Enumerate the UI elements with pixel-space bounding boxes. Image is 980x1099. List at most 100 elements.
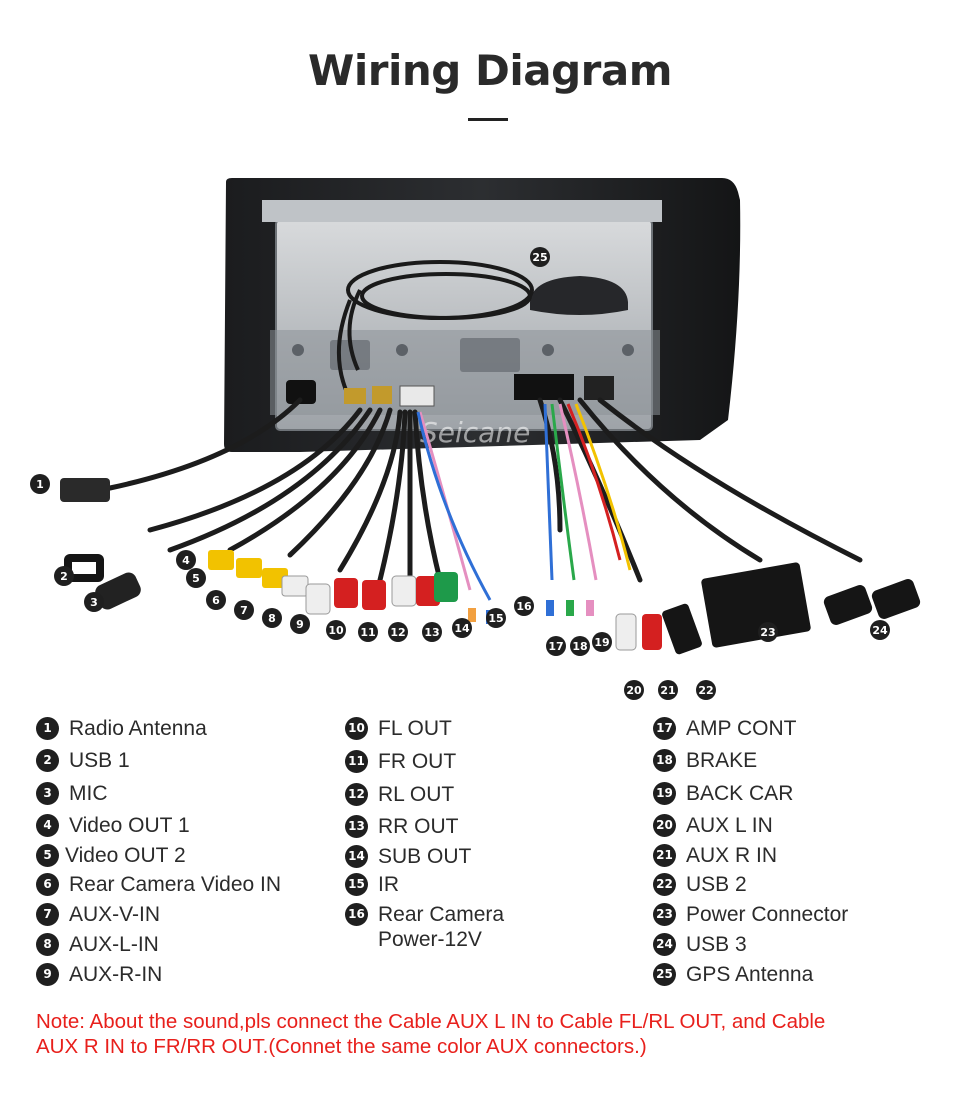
number-badge: 17: [653, 717, 676, 740]
callout-4: 4: [176, 550, 196, 570]
number-badge: 6: [36, 873, 59, 896]
legend-label: AUX-L-IN: [69, 933, 159, 956]
legend-label: AMP CONT: [686, 717, 797, 740]
svg-text:4: 4: [182, 554, 190, 567]
number-badge: 10: [345, 717, 368, 740]
callout-14: 14: [452, 618, 472, 638]
svg-text:13: 13: [424, 626, 439, 639]
page-title: Wiring Diagram: [308, 46, 672, 95]
legend-label: USB 2: [686, 873, 747, 896]
legend-label: Video OUT 2: [65, 844, 186, 867]
legend-label: Rear Camera: [378, 903, 505, 926]
legend-item: 12 RL OUT: [345, 782, 504, 814]
legend-label: GPS Antenna: [686, 963, 814, 986]
number-badge: 22: [653, 873, 676, 896]
svg-text:3: 3: [90, 596, 98, 609]
legend-item: 15 IR: [345, 872, 504, 902]
svg-text:23: 23: [760, 626, 775, 639]
legend-item: 17 AMP CONT: [653, 716, 848, 748]
number-badge: 11: [345, 750, 368, 773]
callout-3: 3: [84, 592, 104, 612]
legend-item: 1 Radio Antenna: [36, 716, 281, 748]
svg-text:7: 7: [240, 604, 248, 617]
legend-label: USB 1: [69, 749, 130, 772]
legend-label: RL OUT: [378, 783, 455, 806]
usb2-plug: [662, 603, 702, 655]
number-badge: 5: [36, 844, 59, 867]
svg-text:8: 8: [268, 612, 276, 625]
number-badge: 1: [36, 717, 59, 740]
mic-plug: [95, 572, 141, 610]
legend-item: 4 Video OUT 1: [36, 813, 281, 843]
callout-10: 10: [326, 620, 346, 640]
watermark: Seicane: [420, 416, 530, 449]
number-badge: 18: [653, 749, 676, 772]
number-badge: 12: [345, 783, 368, 806]
legend-label: Radio Antenna: [69, 717, 207, 740]
callout-19: 19: [592, 632, 612, 652]
radio-antenna-plug: [60, 478, 110, 502]
callout-12: 12: [388, 622, 408, 642]
callout-2: 2: [54, 566, 74, 586]
svg-text:5: 5: [192, 572, 200, 585]
legend-label: USB 3: [686, 933, 747, 956]
callout-18: 18: [570, 636, 590, 656]
number-badge: 9: [36, 963, 59, 986]
legend-label-line2: Power-12V: [378, 928, 482, 951]
legend-label: FL OUT: [378, 717, 452, 740]
legend-label: BACK CAR: [686, 782, 794, 805]
legend-label: Power Connector: [686, 903, 849, 926]
legend-label: Video OUT 1: [69, 814, 190, 837]
callout-1: 1: [30, 474, 50, 494]
svg-text:12: 12: [390, 626, 405, 639]
svg-text:18: 18: [572, 640, 587, 653]
rca-audio-plugs: [305, 572, 458, 615]
usb3-plug-a: [823, 585, 873, 625]
legend-label: IR: [378, 873, 399, 896]
legend-label: AUX L IN: [686, 814, 773, 837]
callout-5: 5: [186, 568, 206, 588]
callout-22: 22: [696, 680, 716, 700]
legend-label: SUB OUT: [378, 845, 472, 868]
number-badge: 15: [345, 873, 368, 896]
svg-text:6: 6: [212, 594, 220, 607]
legend-label: AUX-V-IN: [69, 903, 161, 926]
number-badge: 19: [653, 782, 676, 805]
callout-25: 25: [530, 247, 550, 267]
svg-text:1: 1: [36, 478, 44, 491]
callout-6: 6: [206, 590, 226, 610]
number-badge: 21: [653, 844, 676, 867]
callout-15: 15: [486, 608, 506, 628]
number-badge: 2: [36, 749, 59, 772]
callout-21: 21: [658, 680, 678, 700]
legend-item: 22 USB 2: [653, 872, 848, 902]
legend-item: 11 FR OUT: [345, 749, 504, 782]
callout-11: 11: [358, 622, 378, 642]
svg-text:17: 17: [548, 640, 563, 653]
number-badge: 25: [653, 963, 676, 986]
head-unit-photo: Seicane: [30, 178, 921, 700]
legend-label: FR OUT: [378, 750, 457, 773]
callout-9: 9: [290, 614, 310, 634]
svg-text:15: 15: [488, 612, 503, 625]
callout-16: 16: [514, 596, 534, 616]
number-badge: 3: [36, 782, 59, 805]
rear-connectors: [286, 374, 614, 407]
svg-text:21: 21: [660, 684, 675, 697]
number-badge: 8: [36, 933, 59, 956]
sound-connection-note: Note: About the sound,pls connect the Ca…: [36, 1009, 936, 1059]
number-badge: 4: [36, 814, 59, 837]
callout-23: 23: [758, 622, 778, 642]
